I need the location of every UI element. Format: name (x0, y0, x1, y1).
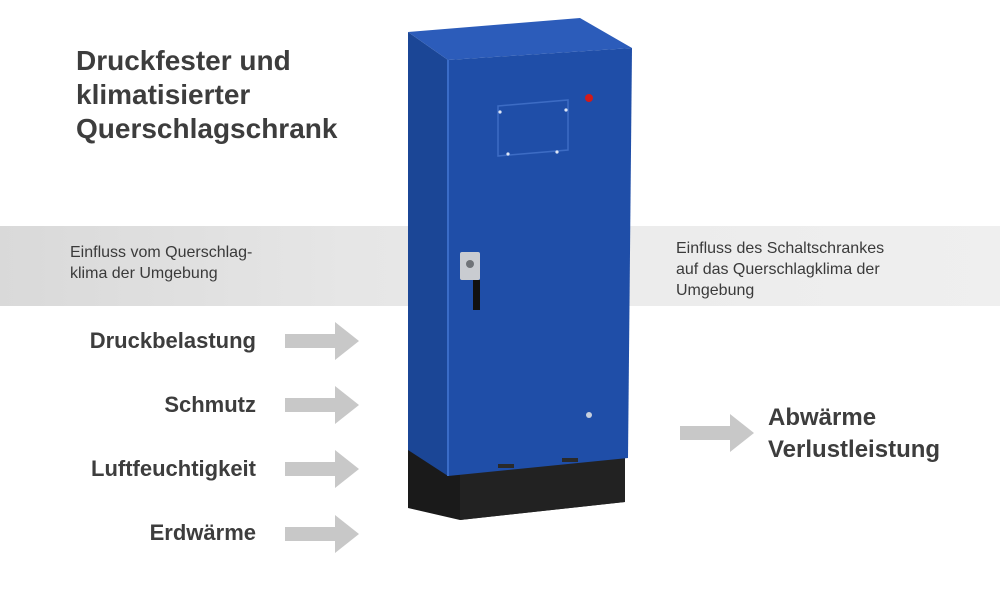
page-title: Druckfester und klimatisierter Querschla… (76, 45, 338, 144)
arrow-right-icon (285, 322, 359, 360)
cabinet-influence-caption: Einfluss des Schaltschrankes auf das Que… (676, 240, 885, 299)
factor-humidity-label: Luftfeuchtigkeit (91, 456, 256, 481)
ambient-influence-caption: Einfluss vom Querschlag- klima der Umgeb… (70, 244, 253, 282)
factor-dirt-label: Schmutz (164, 392, 256, 417)
heat-output-label: Abwärme Verlustleistung (768, 404, 941, 463)
factor-geothermal-label: Erdwärme (149, 520, 256, 545)
arrow-right-icon (285, 386, 359, 424)
arrow-right-icon (285, 450, 359, 488)
electrical-cabinet-illustration (408, 18, 632, 520)
arrow-right-icon (680, 414, 754, 452)
factor-pressure-label: Druckbelastung (89, 328, 256, 353)
arrow-right-icon (285, 515, 359, 553)
